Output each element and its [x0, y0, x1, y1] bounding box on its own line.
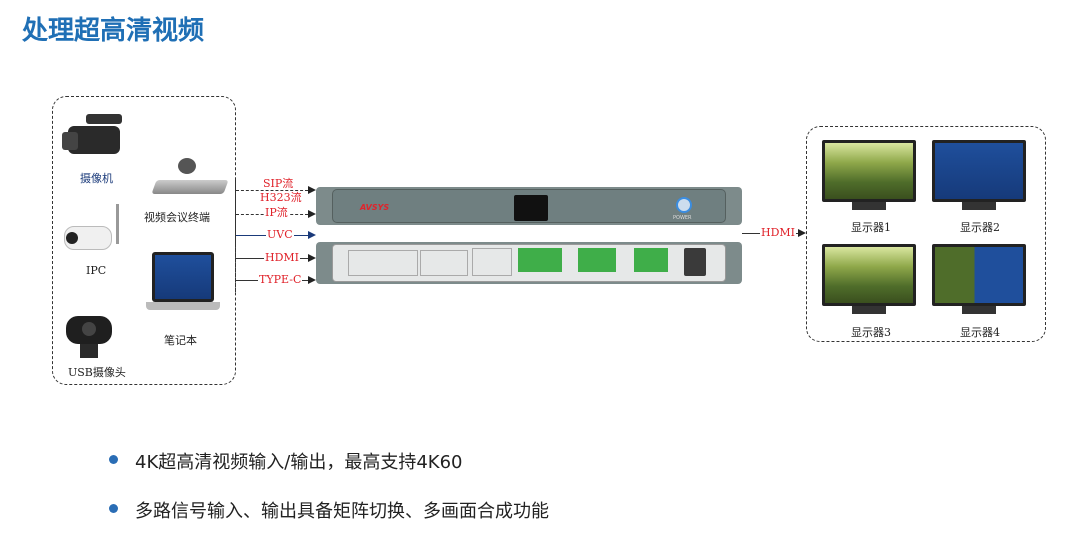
page-title: 处理超高清视频 — [22, 16, 205, 46]
bullet-icon — [109, 455, 118, 464]
display-2-label: 显示器2 — [960, 221, 1000, 234]
display-4 — [932, 244, 1026, 306]
display-4-label: 显示器4 — [960, 326, 1000, 339]
terminal-block — [634, 248, 668, 272]
display-2 — [932, 140, 1026, 202]
camera-label: 摄像机 — [80, 172, 113, 185]
arrow-icon — [308, 186, 316, 194]
sip-connector — [236, 190, 308, 191]
source-bus-line — [235, 180, 236, 292]
usb-camera-label: USB摄像头 — [68, 366, 126, 379]
display-1 — [822, 140, 916, 202]
bullet-icon — [109, 504, 118, 513]
power-button[interactable] — [676, 197, 692, 213]
feature-2: 多路信号输入、输出具备矩阵切换、多画面合成功能 — [135, 501, 549, 522]
arrow-icon — [308, 276, 316, 284]
power-socket — [684, 248, 706, 276]
status-display — [514, 195, 548, 221]
display-3 — [822, 244, 916, 306]
conference-label: 视频会议终端 — [144, 211, 210, 224]
hdmi-label: HDMI — [264, 251, 301, 264]
h323-label: H323流 — [259, 191, 303, 204]
power-label: POWER — [673, 215, 692, 221]
terminal-block — [578, 248, 616, 272]
usb-camera-icon — [66, 312, 116, 360]
conference-terminal-icon — [150, 158, 229, 204]
camcorder-icon — [62, 112, 134, 160]
display-3-label: 显示器3 — [851, 326, 891, 339]
device-rear-panel — [316, 242, 742, 284]
monitor-stand — [962, 306, 996, 314]
ip-label: IP流 — [264, 206, 289, 219]
monitor-stand — [852, 306, 886, 314]
laptop-label: 笔记本 — [164, 334, 197, 347]
displays-group — [806, 126, 1046, 342]
brand-logo: AVSYS — [360, 203, 390, 212]
typec-label: TYPE-C — [258, 273, 303, 286]
hdmi-input-ports — [348, 250, 418, 276]
hdmi-out-label: HDMI — [760, 226, 797, 239]
monitor-stand — [962, 202, 996, 210]
laptop-icon — [146, 248, 220, 322]
terminal-block — [518, 248, 562, 272]
arrow-icon — [308, 231, 316, 239]
ip-camera-icon — [64, 204, 130, 254]
display-1-label: 显示器1 — [851, 221, 891, 234]
arrow-icon — [308, 254, 316, 262]
hdmi-output-ports — [420, 250, 468, 276]
arrow-icon — [798, 229, 806, 237]
feature-1: 4K超高清视频输入/输出，最高支持4K60 — [135, 452, 463, 473]
uvc-label: UVC — [266, 228, 294, 241]
monitor-stand — [852, 202, 886, 210]
device-front-panel: AVSYS POWER — [316, 187, 742, 225]
arrow-icon — [308, 210, 316, 218]
network-usb-ports — [472, 248, 512, 276]
ipc-label: IPC — [86, 264, 107, 277]
sip-label: SIP流 — [262, 177, 295, 190]
